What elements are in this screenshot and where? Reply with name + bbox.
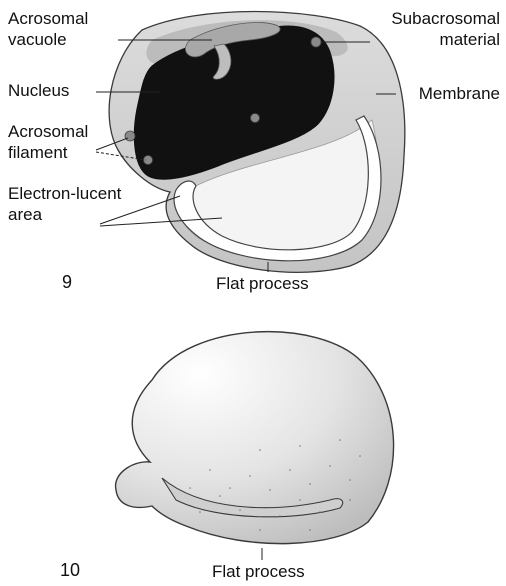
label-nucleus: Nucleus [8,80,69,101]
label-electron-lucent-line2: area [8,204,121,225]
label-membrane: Membrane [419,83,500,104]
figure-9-cell [109,12,405,273]
filament-granule-upper [125,131,135,141]
subacrosomal-granule [311,37,321,47]
label-flat-process-10: Flat process [212,561,305,582]
figure-10-number: 10 [60,560,80,581]
figure-9-number: 9 [62,272,72,293]
label-flat-process-9: Flat process [216,273,309,294]
label-acrosomal-filament-line1: Acrosomal [8,121,88,142]
label-acrosomal-vacuole-line1: Acrosomal [8,8,88,29]
label-electron-lucent-line1: Electron-lucent [8,183,121,204]
filament-granule-lower [144,156,153,165]
label-acrosomal-vacuole: Acrosomal vacuole [8,8,88,50]
label-acrosomal-filament: Acrosomal filament [8,121,88,163]
label-subacrosomal-material: Subacrosomal material [391,8,500,50]
label-subacrosomal-line2: material [391,29,500,50]
label-electron-lucent-area: Electron-lucent area [8,183,121,225]
label-acrosomal-filament-line2: filament [8,142,88,163]
label-acrosomal-vacuole-line2: vacuole [8,29,88,50]
label-subacrosomal-line1: Subacrosomal [391,8,500,29]
figure-10-cell [116,332,394,544]
nuclear-granule [251,114,260,123]
